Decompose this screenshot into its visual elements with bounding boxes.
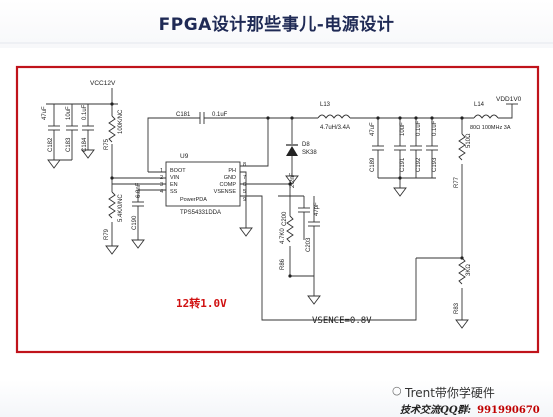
ic-u9-ref: U9	[180, 153, 189, 160]
wires	[46, 88, 518, 321]
svg-text:EN: EN	[170, 182, 178, 188]
vcc-label: VCC12V	[90, 80, 116, 87]
c200-ref: C200	[282, 211, 288, 226]
l14-value: 80Ω 100MHz 3A	[470, 125, 511, 131]
r83-value: 3KΩ	[466, 264, 472, 276]
diode-d8	[286, 144, 298, 156]
c203-value: 47pF	[314, 202, 320, 216]
ic-pin-numbers: 1 2 3 4 8 7 6 5 9	[160, 162, 246, 203]
r75-ref: R75	[104, 138, 110, 150]
svg-text:7: 7	[243, 175, 246, 181]
ic-pad-name: PowerPDA	[180, 197, 207, 203]
vsence-annotation: VSENCE=0.8V	[312, 316, 372, 326]
conversion-annotation: 12转1.0V	[176, 296, 227, 310]
qq-group-line: 技术交流QQ群: 991990670	[400, 401, 540, 416]
schematic-frame	[15, 65, 540, 354]
resistor-r77	[458, 133, 466, 161]
c181-ref: C181	[176, 112, 191, 118]
watermark-text: Trent带你学硬件	[405, 386, 495, 400]
r77-ref: R77	[454, 176, 460, 188]
qq-number: 991990670	[477, 405, 540, 416]
d8-ref: D8	[302, 142, 310, 148]
r77-value: 510Ω	[466, 133, 472, 148]
c184-value: 0.1uF	[82, 104, 88, 120]
r75-value: 100K/NC	[118, 109, 124, 134]
slide-title: FPGA设计那些事儿-电源设计	[158, 15, 395, 35]
resistor-r75	[108, 115, 116, 143]
c191-value: 10uF	[400, 122, 406, 136]
c191-ref: C191	[400, 157, 406, 172]
ic-u9-body	[165, 161, 241, 207]
resistor-r79	[108, 191, 116, 219]
c190-value: 6.8nF	[136, 182, 142, 198]
resistor-r83	[458, 257, 466, 285]
wechat-icon: ○	[392, 384, 402, 397]
svg-text:3: 3	[160, 182, 163, 188]
c182-ref: C182	[48, 137, 54, 152]
ic-left-pin-names: BOOT VIN EN SS	[170, 168, 186, 195]
c182-value: 47uF	[42, 106, 48, 120]
c200-value: 2.2nF	[290, 172, 296, 188]
c193-ref: C193	[432, 157, 438, 172]
svg-text:GND: GND	[224, 175, 236, 181]
svg-text:2: 2	[160, 175, 163, 181]
svg-text:6: 6	[243, 182, 246, 188]
svg-text:VSENSE: VSENSE	[214, 189, 237, 195]
c183-value: 10uF	[66, 106, 72, 120]
resistors	[108, 115, 466, 285]
vdd-label: VDD1V0	[496, 96, 522, 103]
slide-header-background	[0, 0, 553, 48]
c190-ref: C190	[132, 215, 138, 230]
svg-text:8: 8	[243, 162, 246, 168]
l14-ref: L14	[474, 102, 485, 108]
c181-value: 0.1uF	[212, 112, 228, 118]
svg-text:COMP: COMP	[220, 182, 237, 188]
c193-value: 0.1uF	[432, 120, 438, 136]
ic-u9-part: TPS54331DDA	[180, 210, 221, 216]
r86-value: 4.7K0	[280, 228, 286, 244]
svg-text:5: 5	[243, 189, 246, 195]
qq-label: 技术交流QQ群:	[400, 405, 472, 416]
resistor-r86	[286, 215, 294, 243]
r79-value: 5.4K/0/NC	[118, 194, 124, 222]
junction-dots	[110, 102, 464, 278]
ic-right-pin-names: PH GND COMP VSENSE	[214, 168, 237, 195]
c192-value: 0.1uF	[416, 120, 422, 136]
svg-text:9: 9	[243, 197, 246, 203]
header-divider	[0, 42, 553, 44]
footer-background	[0, 380, 553, 417]
d8-value: SK38	[302, 150, 317, 156]
c184-ref: C184	[82, 137, 88, 152]
svg-text:4: 4	[160, 189, 163, 195]
svg-text:1: 1	[160, 168, 163, 174]
c203-ref: C203	[306, 237, 312, 252]
ground-symbols	[47, 149, 469, 329]
c189-value: 47uF	[370, 122, 376, 136]
svg-text:PH: PH	[228, 168, 236, 174]
r79-ref: R79	[104, 228, 110, 240]
c189-ref: C189	[370, 157, 376, 172]
l13-ref: L13	[320, 102, 331, 108]
c192-ref: C192	[416, 157, 422, 172]
svg-text:SS: SS	[170, 189, 178, 195]
c183-ref: C183	[66, 137, 72, 152]
r83-ref: R83	[454, 302, 460, 314]
r86-ref: R86	[280, 258, 286, 270]
l13-value: 4.7uH/3.4A	[320, 125, 350, 131]
svg-text:VIN: VIN	[170, 175, 179, 181]
svg-text:BOOT: BOOT	[170, 168, 186, 174]
